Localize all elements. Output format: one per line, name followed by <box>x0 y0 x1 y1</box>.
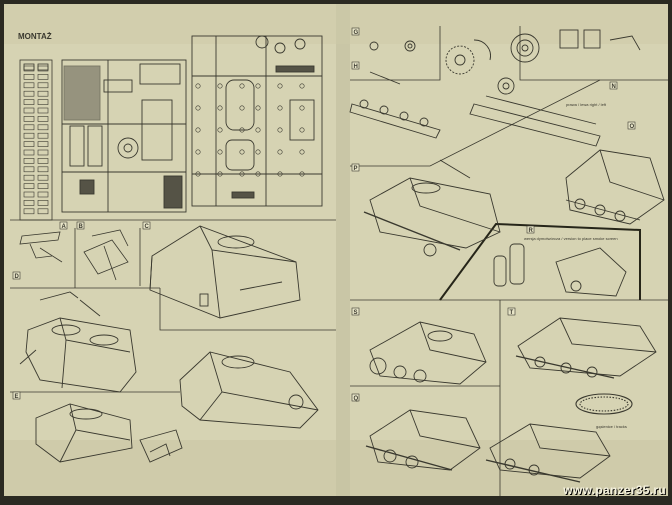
step-c-hull <box>149 225 301 319</box>
step-d-assembled <box>179 351 319 429</box>
step-n-tracks <box>469 77 601 147</box>
step-label-a: A <box>62 224 67 230</box>
step-label-g: G <box>354 30 359 36</box>
step-h-suspension <box>349 71 441 139</box>
step-label-s: S <box>354 310 358 316</box>
step-label-p: P <box>354 166 358 172</box>
step-label-q: Q <box>354 396 359 402</box>
watermark: www.panzer35.ru <box>563 483 666 497</box>
step-label-d: D <box>15 274 20 280</box>
sprue-a <box>61 59 187 213</box>
step-label-e: E <box>15 394 19 400</box>
note-right-left: prawa / lewa right / left <box>566 102 607 107</box>
step-b-parts <box>83 229 129 281</box>
step-label-h: H <box>354 64 358 70</box>
step-t-tank <box>515 317 657 379</box>
step-label-o: O <box>630 124 635 130</box>
step-label-c: C <box>145 224 150 230</box>
step-r-smoke <box>493 243 627 297</box>
step-s-tank <box>369 321 487 385</box>
step-label-r: R <box>529 228 534 234</box>
note-tracks: gąsienice / tracks <box>596 424 627 429</box>
step-label-n: N <box>612 84 616 90</box>
step-label-t: T <box>510 310 514 316</box>
step-e-hull <box>35 403 183 463</box>
step-u-tank <box>485 423 611 483</box>
step-g-wheels <box>369 29 641 75</box>
step-label-b: B <box>79 224 84 230</box>
step-o-tank <box>565 149 665 225</box>
step-d-hull <box>19 291 137 393</box>
step-a-parts <box>19 231 63 263</box>
note-smoke: wersja dymotwórcza / version to place sm… <box>524 236 618 241</box>
montaz-title: MONTAŻ <box>18 32 52 41</box>
track-loop <box>575 393 633 415</box>
step-p-hull <box>363 159 501 257</box>
step-q-tank <box>365 409 481 471</box>
sprue-b <box>191 35 323 207</box>
